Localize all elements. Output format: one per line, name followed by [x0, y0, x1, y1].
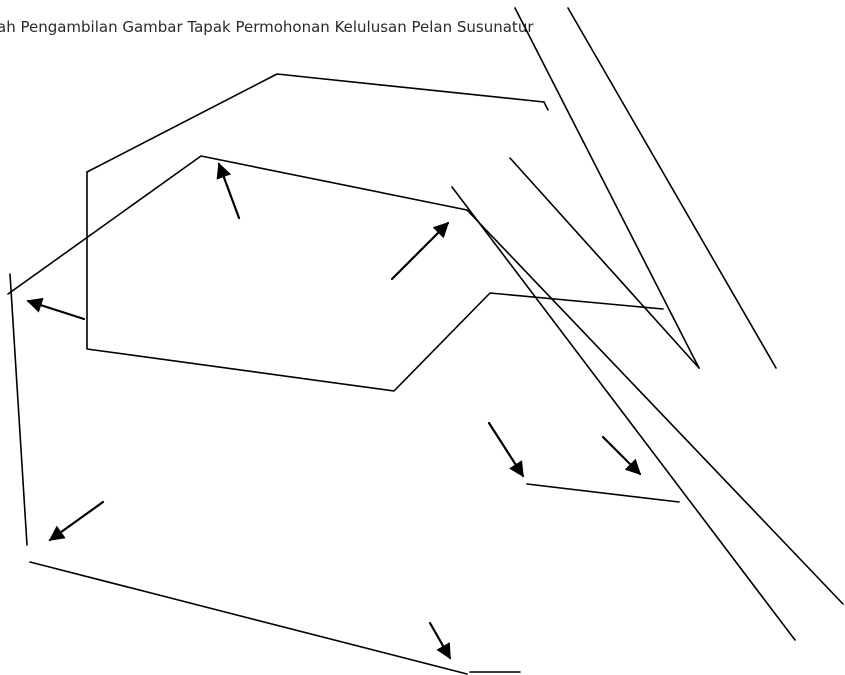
road-edge-1: [514, 7, 700, 369]
road-edge-4: [451, 186, 796, 641]
arrow-5: [601, 435, 642, 476]
arrow-3: [26, 297, 86, 321]
arrow-1: [216, 162, 241, 220]
page-title: ah Pengambilan Gambar Tapak Permohonan K…: [0, 18, 534, 36]
arrow-7: [428, 621, 452, 660]
boundary-segment-upper-right: [543, 101, 549, 111]
boundary-middle: [7, 155, 468, 295]
boundary-bottom: [29, 561, 468, 675]
arrow-6: [48, 500, 105, 542]
road-edge-5: [466, 209, 844, 605]
boundary-lower: [9, 273, 28, 546]
road-edge-2: [567, 7, 777, 369]
arrow-2: [390, 221, 450, 281]
boundary-inner: [86, 171, 664, 392]
boundary-outer-top: [86, 73, 545, 173]
road-edge-3: [509, 157, 700, 369]
arrow-4: [487, 421, 525, 478]
boundary-segment-lower-right: [526, 483, 680, 503]
